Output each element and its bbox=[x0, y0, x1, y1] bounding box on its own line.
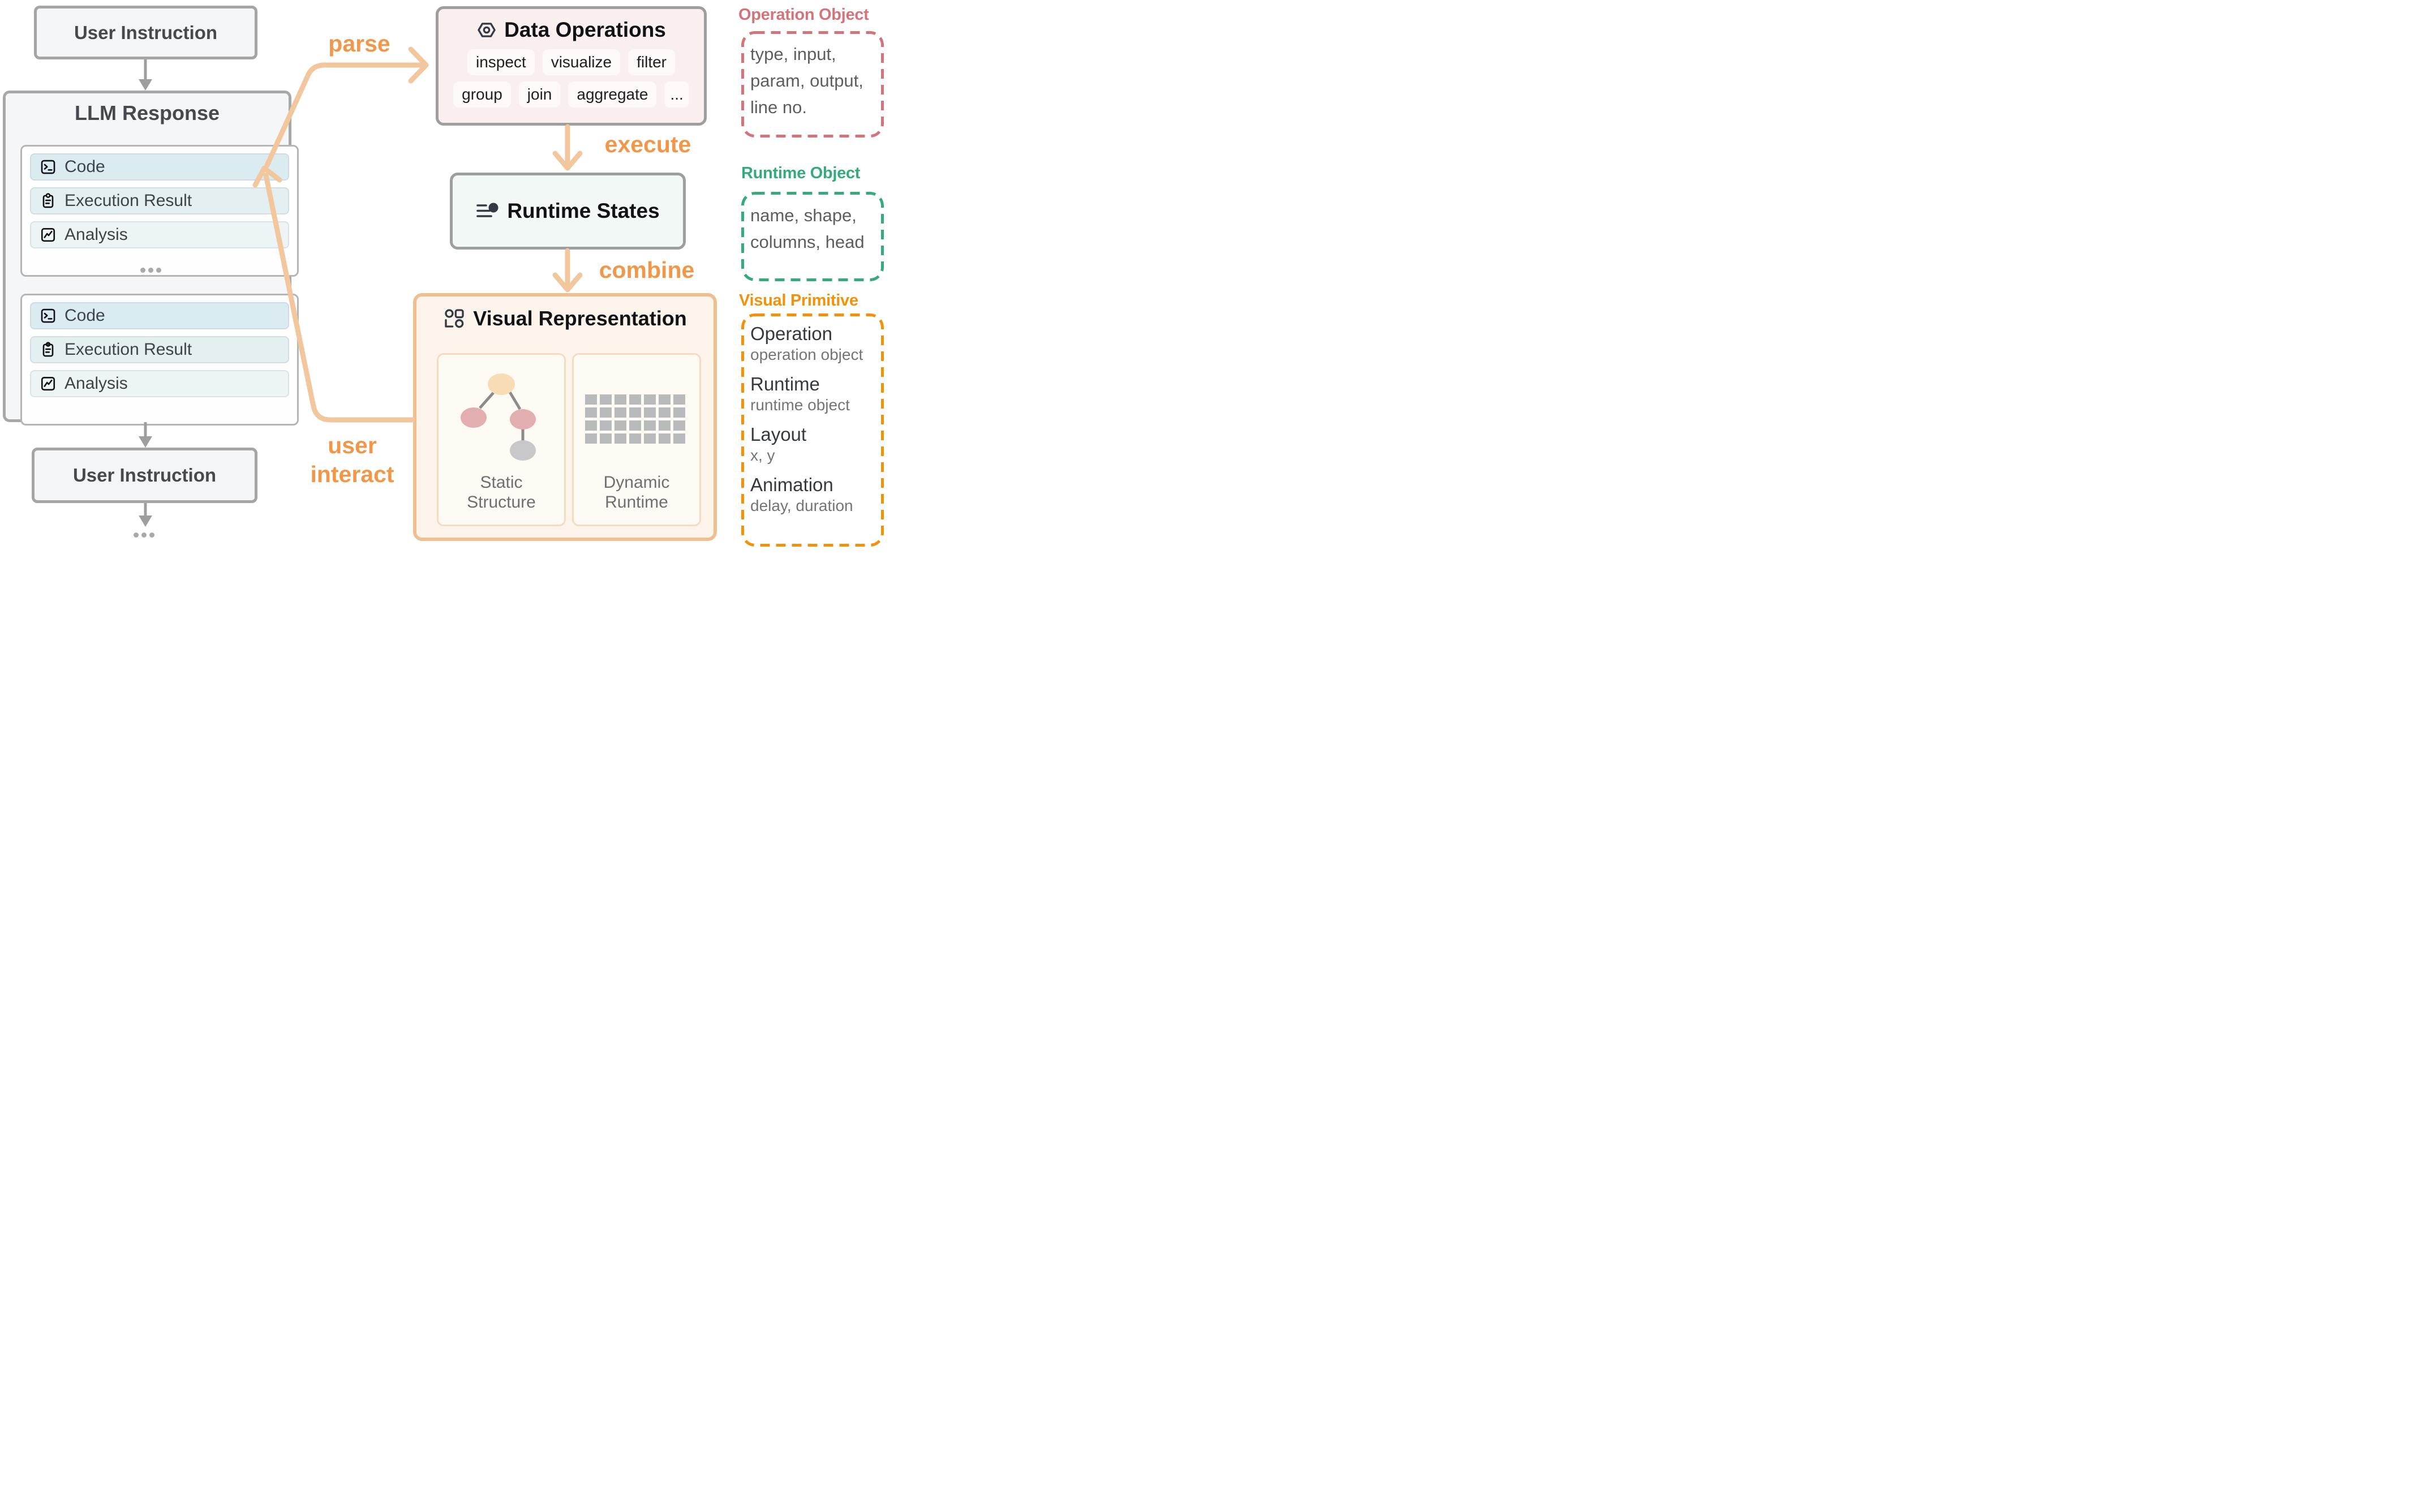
code-label: Code bbox=[65, 306, 105, 325]
data-operations-tags-row2: group join aggregate ... bbox=[453, 81, 689, 108]
code-row: Code bbox=[30, 302, 289, 329]
user-instruction-top-box: User Instruction bbox=[34, 6, 257, 59]
runtime-object-title: Runtime Object bbox=[741, 164, 861, 182]
vp-runtime-detail: runtime object bbox=[750, 396, 850, 414]
motion-lines-icon bbox=[476, 203, 499, 217]
execution-result-row: Execution Result bbox=[30, 336, 289, 363]
execution-result-label: Execution Result bbox=[65, 340, 192, 359]
visual-representation-label: Visual Representation bbox=[473, 307, 687, 330]
data-operations-label: Data Operations bbox=[504, 18, 666, 41]
vp-animation-detail: delay, duration bbox=[750, 497, 853, 514]
runtime-states-title: Runtime States bbox=[476, 199, 660, 223]
clipboard-icon bbox=[42, 193, 54, 208]
line-chart-icon bbox=[41, 376, 55, 391]
clipboard-icon bbox=[42, 342, 54, 357]
visual-primitive-title: Visual Primitive bbox=[739, 291, 858, 310]
analysis-row: Analysis bbox=[30, 221, 289, 248]
llm-to-user-instruction-arrow bbox=[139, 422, 152, 448]
execute-label: execute bbox=[604, 131, 691, 157]
bottom-ellipsis bbox=[134, 532, 154, 538]
diagram-canvas: User Instruction LLM Response Code bbox=[0, 0, 887, 556]
vp-runtime-name: Runtime bbox=[750, 373, 820, 394]
operation-object-title: Operation Object bbox=[738, 6, 869, 24]
analysis-label: Analysis bbox=[65, 374, 128, 393]
execution-result-label: Execution Result bbox=[65, 191, 192, 210]
matrix-grid bbox=[585, 394, 685, 444]
hexagon-nut-icon bbox=[478, 23, 496, 37]
user-instruction-top-label: User Instruction bbox=[74, 22, 218, 43]
llm-response-box: LLM Response Code Execution Result bbox=[3, 91, 299, 426]
visual-representation-box: Visual Representation Static Structure bbox=[413, 293, 717, 541]
user-instruction-bottom-label: User Instruction bbox=[72, 465, 217, 486]
visual-representation-title: Visual Representation bbox=[416, 307, 714, 330]
visual-primitive-content: Operation operation object Runtime runti… bbox=[750, 323, 863, 524]
tag-more: ... bbox=[664, 81, 689, 108]
line-chart-icon bbox=[41, 227, 55, 242]
runtime-states-box: Runtime States bbox=[450, 173, 686, 250]
user-instruction-to-llm-arrow bbox=[139, 59, 152, 91]
user-interact-label: user interact bbox=[310, 432, 394, 487]
code-label: Code bbox=[65, 157, 105, 176]
llm-ellipsis bbox=[140, 268, 161, 273]
user-instruction-bottom-box: User Instruction bbox=[32, 448, 257, 503]
combine-arrow bbox=[552, 248, 583, 293]
tag-filter: filter bbox=[628, 49, 675, 75]
shapes-icon bbox=[445, 309, 464, 328]
llm-response-group-2: Code Execution Result Analysis bbox=[20, 294, 299, 426]
tree-diagram bbox=[461, 373, 536, 461]
vp-operation-detail: operation object bbox=[750, 346, 863, 363]
parse-label: parse bbox=[328, 31, 390, 57]
tag-visualize: visualize bbox=[542, 49, 621, 75]
terminal-icon bbox=[41, 160, 55, 174]
combine-label: combine bbox=[599, 257, 695, 283]
data-operations-tags-row1: inspect visualize filter bbox=[467, 49, 675, 75]
analysis-label: Analysis bbox=[65, 225, 128, 244]
dynamic-runtime-panel: Dynamic Runtime bbox=[572, 353, 701, 526]
execution-result-row: Execution Result bbox=[30, 187, 289, 214]
runtime-states-label: Runtime States bbox=[507, 199, 660, 222]
analysis-row: Analysis bbox=[30, 370, 289, 397]
vp-animation-name: Animation bbox=[750, 474, 833, 495]
execute-arrow bbox=[552, 124, 583, 171]
operation-object-content: type, input, param, output, line no. bbox=[750, 44, 863, 117]
tag-join: join bbox=[518, 81, 561, 108]
code-row: Code bbox=[30, 153, 289, 181]
vp-operation-name: Operation bbox=[750, 323, 832, 344]
user-instruction-to-ellipsis-arrow bbox=[139, 503, 152, 527]
data-operations-box: Data Operations inspect visualize filter… bbox=[436, 6, 707, 126]
vp-layout-name: Layout bbox=[750, 424, 807, 445]
data-operations-title: Data Operations bbox=[476, 18, 666, 42]
dynamic-runtime-label: Dynamic Runtime bbox=[603, 473, 670, 512]
tag-inspect: inspect bbox=[467, 49, 535, 75]
tag-group: group bbox=[453, 81, 511, 108]
vp-layout-detail: x, y bbox=[750, 446, 775, 464]
terminal-icon bbox=[41, 308, 55, 323]
static-structure-panel: Static Structure bbox=[437, 353, 566, 526]
llm-response-group-1: Code Execution Result Analysis bbox=[20, 145, 299, 277]
static-structure-label: Static Structure bbox=[467, 473, 536, 512]
llm-response-title: LLM Response bbox=[74, 101, 220, 124]
runtime-object-content: name, shape, columns, head bbox=[750, 205, 865, 252]
tag-aggregate: aggregate bbox=[568, 81, 657, 108]
